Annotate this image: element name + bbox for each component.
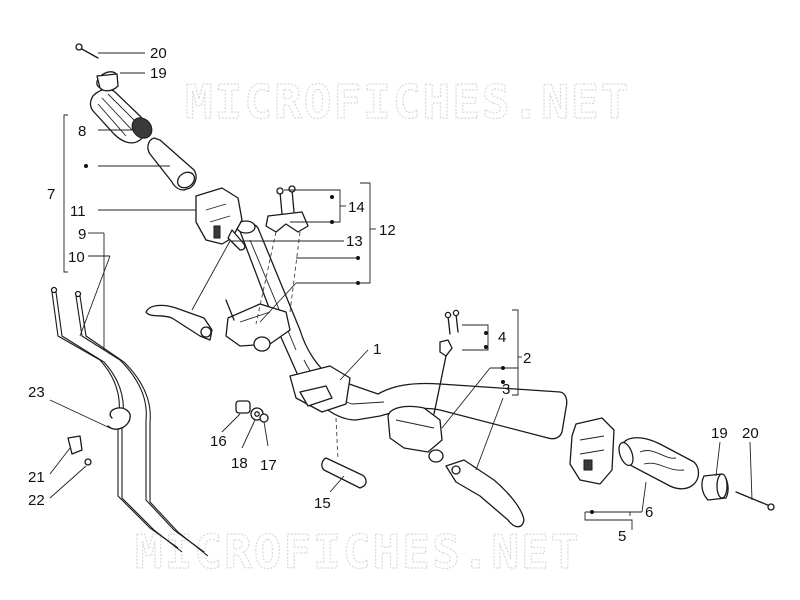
callout-22: 22: [28, 492, 45, 509]
rear-master-cylinder: [225, 299, 291, 352]
callout-17: 17: [260, 457, 277, 474]
callout-11: 11: [70, 203, 86, 220]
right-switch-housing: [569, 417, 615, 485]
callout-19-top: 19: [150, 65, 167, 82]
top-clamp: [265, 185, 309, 233]
left-switch-housing: [195, 187, 246, 251]
bracket-axis: [335, 417, 339, 461]
clamp-axis: [255, 231, 301, 325]
left-bar-end-weight: [96, 71, 119, 92]
right-grip: [618, 437, 700, 490]
callout-6: 6: [645, 504, 653, 521]
watermark-top: MICROFICHES.NET: [185, 75, 630, 129]
callout-8: 8: [78, 123, 86, 140]
throttle-cables: [50, 286, 209, 557]
left-grip: [89, 88, 153, 144]
callout-7: 7: [47, 186, 55, 203]
callout-2: 2: [523, 350, 531, 367]
cable-clip: [67, 435, 92, 466]
callout-12: 12: [379, 222, 396, 239]
callout-15: 15: [314, 495, 331, 512]
callout-13: 13: [346, 233, 363, 250]
leader-dots: [84, 164, 594, 514]
cylinder-clamp-screws: [444, 309, 460, 335]
callout-3: 3: [502, 381, 510, 398]
mounting-bolt: [321, 457, 367, 489]
callout-4: 4: [498, 329, 506, 346]
left-bar-end-screw: [75, 43, 99, 59]
right-bar-end-weight: [701, 473, 729, 501]
callout-18: 18: [231, 455, 248, 472]
right-bar-end-screw: [735, 491, 775, 511]
handlebar-support: [289, 365, 351, 413]
front-brake-lever: [445, 459, 525, 528]
front-master-cylinder: [387, 339, 453, 463]
callout-9: 9: [78, 226, 86, 243]
callout-20-right: 20: [742, 425, 759, 442]
callout-20-top: 20: [150, 45, 167, 62]
watermark-bottom: MICROFICHES.NET: [135, 525, 580, 579]
callout-19-right: 19: [711, 425, 728, 442]
left-throttle-tube: [147, 137, 197, 191]
callout-21: 21: [28, 469, 45, 486]
callout-23: 23: [28, 384, 45, 401]
left-brake-lever: [145, 304, 213, 341]
callout-16: 16: [210, 433, 227, 450]
callout-1: 1: [373, 341, 381, 358]
leader-lines: [49, 52, 753, 530]
cable-strap: [107, 407, 131, 430]
callout-10: 10: [68, 249, 85, 266]
callout-labels: 20 19 8 7 11 9 10 14 12 13 1 4 2 3 23 16…: [28, 45, 759, 545]
callout-5: 5: [618, 528, 626, 545]
callout-14: 14: [348, 199, 365, 216]
spacer-washers: [235, 400, 269, 423]
